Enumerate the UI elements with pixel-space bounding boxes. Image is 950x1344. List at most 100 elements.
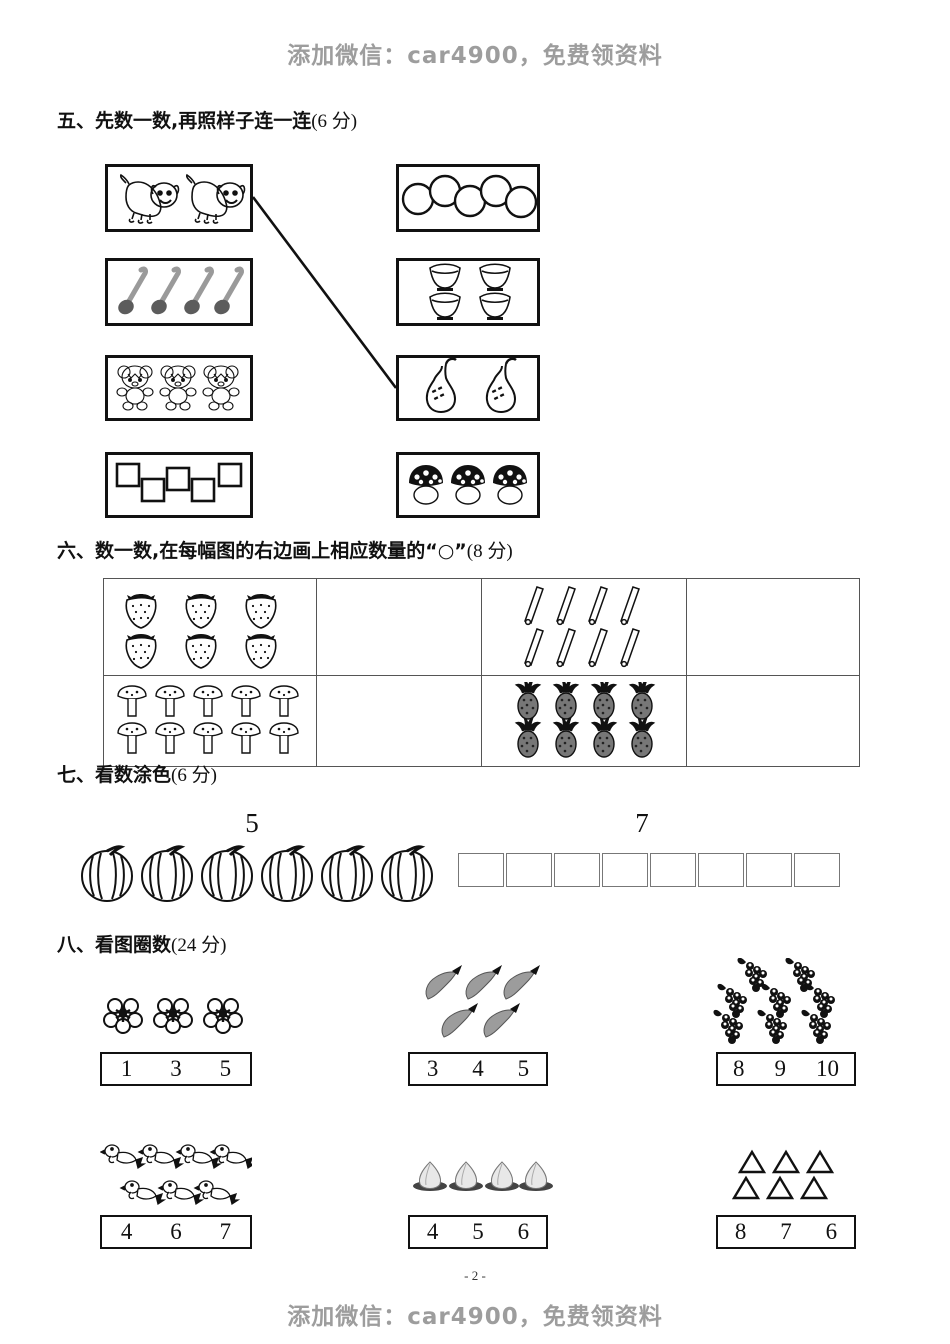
option-value[interactable]: 4 — [472, 1056, 484, 1081]
match-box-squares[interactable] — [105, 452, 253, 518]
connector-line-dogs-pears — [251, 196, 398, 389]
circle-item-birds: 4 6 7 — [99, 1140, 257, 1249]
mushroom-icon — [409, 465, 527, 505]
option-value[interactable]: 10 — [816, 1056, 839, 1081]
match-box-pears[interactable] — [396, 355, 540, 421]
match-box-circles[interactable] — [396, 164, 540, 232]
option-value[interactable]: 3 — [170, 1056, 182, 1081]
watermelon-icon — [81, 845, 433, 902]
options-box-garlic[interactable]: 4 5 6 — [408, 1215, 548, 1249]
section-five-title: 五、先数一数,再照样子连一连 — [57, 110, 312, 132]
counting-table — [103, 578, 860, 767]
cell-strawberries — [103, 578, 317, 676]
option-value[interactable]: 8 — [733, 1056, 745, 1081]
match-box-bears[interactable] — [105, 355, 253, 421]
option-value[interactable]: 9 — [774, 1056, 787, 1081]
options-box-triangles[interactable]: 8 7 6 — [716, 1215, 856, 1249]
color-square[interactable] — [506, 853, 552, 887]
color-square[interactable] — [602, 853, 648, 887]
mushroom-group-table — [104, 676, 316, 766]
section-six-title: 六、数一数,在每幅图的右边画上相应数量的“○” — [57, 540, 467, 562]
color-squares-group — [458, 853, 842, 887]
color-square[interactable] — [698, 853, 744, 887]
flower-group — [100, 990, 252, 1052]
bears-group — [108, 358, 250, 418]
section-five-points: (6 分) — [311, 111, 358, 132]
options-box-flowers[interactable]: 1 3 5 — [100, 1052, 252, 1086]
section-six-points: (8 分) — [466, 541, 513, 562]
match-box-spoons[interactable] — [105, 258, 253, 326]
option-value[interactable]: 7 — [219, 1219, 232, 1244]
match-box-dogs[interactable] — [105, 164, 253, 232]
option-value[interactable]: 6 — [517, 1219, 530, 1244]
option-value[interactable]: 1 — [120, 1056, 133, 1081]
color-square[interactable] — [746, 853, 792, 887]
page-number: - 2 - — [464, 1268, 486, 1283]
spoon-icon — [118, 266, 244, 315]
color-number-left: 5 — [245, 808, 259, 838]
watermark-bottom: 添加微信：car4900，免费领资料 — [287, 1304, 663, 1330]
options-box-grapes[interactable]: 8 9 10 — [716, 1052, 856, 1086]
section-five-heading: 五、先数一数,再照样子连一连(6 分) — [57, 106, 357, 133]
garlic-icon — [413, 1161, 553, 1191]
circle-item-eggplants: 3 4 5 — [408, 965, 548, 1086]
options-box-eggplants[interactable]: 3 4 5 — [408, 1052, 548, 1086]
option-value[interactable]: 6 — [170, 1219, 182, 1244]
pears-group — [399, 358, 537, 418]
table-row — [103, 675, 860, 767]
option-value[interactable]: 5 — [219, 1056, 232, 1081]
options-box-birds[interactable]: 4 6 7 — [100, 1215, 252, 1249]
option-value[interactable]: 5 — [517, 1056, 530, 1081]
strawberry-group — [104, 579, 316, 675]
circle-item-garlic: 4 5 6 — [408, 1140, 553, 1249]
color-square[interactable] — [554, 853, 600, 887]
section-seven-title: 七、看数涂色 — [57, 764, 172, 786]
grape-group — [713, 957, 856, 1052]
mushrooms-group — [399, 455, 537, 515]
triangle-group — [716, 1140, 856, 1215]
circle-item-triangles: 8 7 6 — [716, 1140, 856, 1249]
option-value[interactable]: 5 — [472, 1219, 484, 1244]
bird-group — [99, 1140, 257, 1215]
cell-mushrooms — [103, 675, 317, 767]
option-value[interactable]: 3 — [426, 1056, 439, 1081]
bear-icon — [116, 365, 240, 411]
triangle-icon — [731, 1149, 835, 1200]
pear-icon — [425, 358, 517, 414]
square-icon — [115, 462, 243, 503]
garlic-group — [408, 1140, 553, 1215]
section-eight-title: 八、看图圈数 — [57, 934, 172, 956]
cell-answer-sticks[interactable] — [686, 578, 860, 676]
option-value[interactable]: 7 — [780, 1219, 792, 1244]
section-seven-points: (6 分) — [171, 765, 217, 786]
cell-answer-strawberries[interactable] — [316, 578, 482, 676]
option-value[interactable]: 8 — [734, 1219, 747, 1244]
cell-answer-pineapples[interactable] — [686, 675, 860, 767]
stick-group — [482, 579, 686, 675]
section-six-heading: 六、数一数,在每幅图的右边画上相应数量的“○”(8 分) — [57, 536, 513, 563]
color-square[interactable] — [650, 853, 696, 887]
dog-icon — [119, 173, 246, 224]
section-seven-heading: 七、看数涂色(6 分) — [57, 760, 217, 787]
dogs-group — [108, 167, 250, 229]
squares-group — [108, 455, 250, 515]
match-box-mushrooms[interactable] — [396, 452, 540, 518]
flower-icon — [103, 998, 243, 1034]
watermelon-group — [75, 842, 443, 909]
circle-item-flowers: 1 3 5 — [100, 990, 252, 1086]
grape-icon — [713, 957, 835, 1044]
section-eight-points: (24 分) — [171, 935, 227, 956]
option-value[interactable]: 4 — [426, 1219, 439, 1244]
cell-answer-mushrooms[interactable] — [316, 675, 482, 767]
eggplant-icon — [425, 965, 540, 1038]
match-box-bowls[interactable] — [396, 258, 540, 326]
cell-sticks — [481, 578, 687, 676]
table-row — [103, 578, 860, 676]
color-square[interactable] — [458, 853, 504, 887]
color-square[interactable] — [794, 853, 840, 887]
option-value[interactable]: 4 — [120, 1219, 133, 1244]
circle-icon — [401, 174, 538, 219]
cell-pineapples — [481, 675, 687, 767]
option-value[interactable]: 6 — [825, 1219, 838, 1244]
section-eight-heading: 八、看图圈数(24 分) — [57, 930, 226, 957]
